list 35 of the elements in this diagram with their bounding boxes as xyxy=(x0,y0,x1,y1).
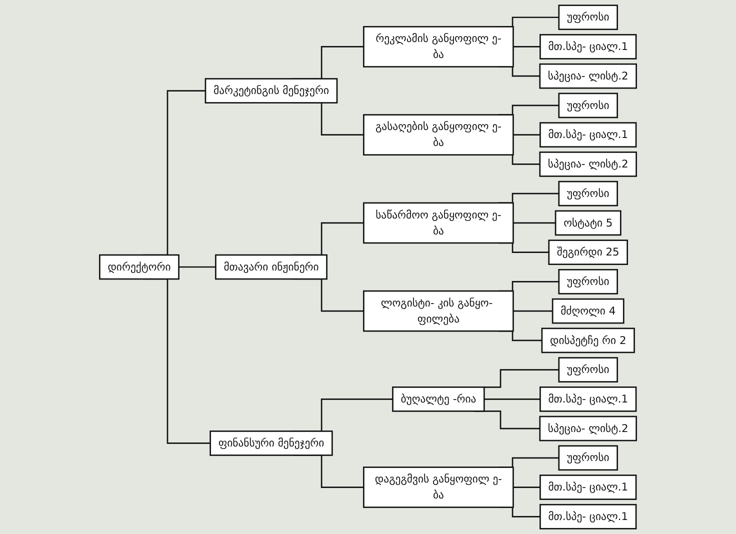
node-box: საწარმოო განყოფილ ე-ბა xyxy=(363,202,514,244)
node-box: შეგირდი 25 xyxy=(548,240,628,265)
connector xyxy=(178,266,216,268)
node-box: ოსტატი 5 xyxy=(554,210,622,236)
connector xyxy=(484,398,540,400)
node-box: სპეცია- ლისტ.2 xyxy=(539,152,637,177)
node-box: ლოგისტი- კის განყო- ფილება xyxy=(363,290,514,332)
connector xyxy=(513,310,553,312)
node-box: დისპეტჩე რი 2 xyxy=(541,328,635,354)
node-box: მთ.სპე- ციალ.1 xyxy=(540,474,637,500)
node-box: მთ.სპე- ციალ.1 xyxy=(540,386,637,412)
node-box: მთავარი ინჟინერი xyxy=(215,254,328,280)
node-box: უფროსი xyxy=(558,269,618,294)
node-box: დაგეგმვის განყოფილ ე-ბა xyxy=(363,466,514,508)
node-box: გასაღების განყოფილ ე-ბა xyxy=(363,114,514,156)
node-box: უფროსი xyxy=(558,180,618,206)
node-box: რეკლამის განყოფილ ე-ბა xyxy=(363,26,514,68)
node-box: უფროსი xyxy=(558,92,618,118)
node-box: მძღოლი 4 xyxy=(552,298,624,324)
connector xyxy=(513,134,540,136)
node-box: სპეცია- ლისტ.2 xyxy=(539,63,637,89)
connector xyxy=(513,46,540,48)
node-box: უფროსი xyxy=(558,445,618,471)
node-box: უფროსი xyxy=(558,357,618,382)
node-box: მარკეტინგის მენეჯერი xyxy=(204,78,338,104)
node-box: დირექტორი xyxy=(99,254,180,280)
node-box: სპეცია- ლისტ.2 xyxy=(539,416,637,442)
node-box: მთ.სპე- ციალ.1 xyxy=(540,122,637,148)
node-box: უფროსი xyxy=(558,4,618,30)
node-box: მთ.სპე- ციალ.1 xyxy=(540,504,637,530)
connector xyxy=(513,222,556,224)
connector xyxy=(513,486,540,488)
node-box: ბუღალტე -რია xyxy=(392,386,485,412)
node-box: მთ.სპე- ციალ.1 xyxy=(540,34,637,60)
node-box: ფინანსური მენეჯერი xyxy=(210,430,333,456)
